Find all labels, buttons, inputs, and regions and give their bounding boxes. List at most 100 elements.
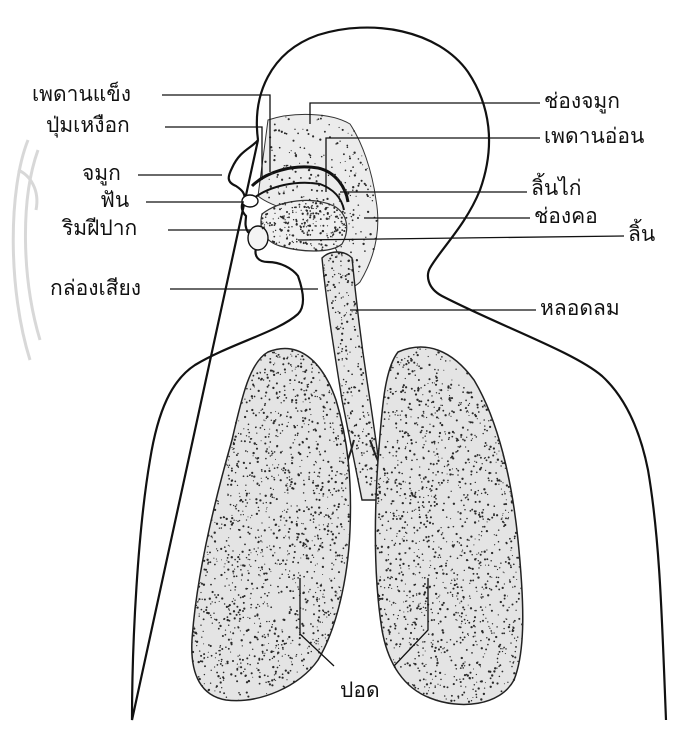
stipple-dot: [425, 607, 427, 609]
stipple-dot: [396, 510, 397, 511]
stipple-dot: [341, 385, 342, 386]
stipple-dot: [303, 665, 304, 666]
stipple-dot: [238, 433, 239, 434]
stipple-dot: [424, 615, 426, 617]
stipple-dot: [481, 493, 482, 494]
stipple-dot: [464, 674, 466, 676]
stipple-dot: [437, 660, 438, 661]
stipple-dot: [218, 660, 219, 661]
stipple-dot: [217, 664, 219, 666]
stipple-dot: [242, 525, 244, 527]
stipple-dot: [336, 439, 337, 440]
stipple-dot: [297, 614, 299, 616]
stipple-dot: [478, 552, 479, 553]
stipple-dot: [220, 681, 222, 683]
stipple-dot: [424, 435, 426, 437]
stipple-dot: [434, 686, 436, 688]
stipple-dot: [220, 625, 222, 627]
stipple-dot: [497, 658, 499, 660]
stipple-dot: [321, 543, 322, 544]
stipple-dot: [319, 493, 320, 494]
stipple-dot: [345, 544, 347, 546]
stipple-dot: [504, 493, 506, 495]
stipple-dot: [417, 354, 419, 356]
stipple-dot: [304, 547, 305, 548]
stipple-dot: [288, 553, 290, 555]
stipple-dot: [367, 195, 369, 197]
stipple-dot: [316, 598, 318, 600]
stipple-dot: [235, 675, 237, 677]
stipple-dot: [295, 206, 297, 208]
stipple-dot: [404, 493, 406, 495]
stipple-dot: [448, 432, 450, 434]
stipple-dot: [514, 538, 516, 540]
stipple-dot: [243, 671, 244, 672]
stipple-dot: [264, 369, 266, 371]
stipple-dot: [514, 638, 515, 639]
stipple-dot: [342, 462, 344, 464]
stipple-dot: [314, 511, 316, 513]
stipple-dot: [285, 563, 287, 565]
stipple-dot: [428, 574, 430, 576]
stipple-dot: [345, 488, 346, 489]
stipple-dot: [296, 394, 298, 396]
stipple-dot: [263, 379, 264, 380]
stipple-dot: [237, 521, 238, 522]
stipple-dot: [500, 601, 502, 603]
stipple-dot: [295, 656, 296, 657]
stipple-dot: [282, 631, 284, 633]
stipple-dot: [501, 690, 503, 692]
stipple-dot: [301, 355, 303, 357]
stipple-dot: [327, 515, 329, 517]
stipple-dot: [292, 241, 293, 242]
stipple-dot: [459, 512, 461, 514]
stipple-dot: [480, 423, 481, 424]
stipple-dot: [277, 357, 278, 358]
stipple-dot: [348, 521, 350, 523]
stipple-dot: [462, 468, 464, 470]
stipple-dot: [451, 695, 453, 697]
stipple-dot: [219, 601, 220, 602]
stipple-dot: [422, 577, 423, 578]
stipple-dot: [418, 365, 420, 367]
stipple-dot: [510, 566, 512, 568]
stipple-dot: [249, 618, 250, 619]
stipple-dot: [456, 468, 457, 469]
stipple-dot: [373, 248, 375, 250]
stipple-dot: [257, 484, 258, 485]
stipple-dot: [225, 663, 226, 664]
stipple-dot: [360, 368, 362, 370]
stipple-dot: [353, 154, 354, 155]
stipple-dot: [397, 460, 398, 461]
stipple-dot: [244, 398, 245, 399]
stipple-dot: [440, 548, 442, 550]
stipple-dot: [402, 527, 404, 529]
stipple-dot: [201, 685, 203, 687]
stipple-dot: [239, 618, 241, 620]
stipple-dot: [322, 495, 323, 496]
stipple-dot: [466, 391, 468, 393]
stipple-dot: [224, 524, 226, 526]
stipple-dot: [366, 395, 367, 396]
stipple-dot: [332, 236, 333, 237]
stipple-dot: [322, 486, 324, 488]
stipple-dot: [464, 570, 465, 571]
stipple-dot: [430, 560, 431, 561]
stipple-dot: [318, 621, 319, 622]
stipple-dot: [484, 653, 485, 654]
stipple-dot: [405, 456, 407, 458]
stipple-dot: [412, 573, 414, 575]
stipple-dot: [335, 552, 337, 554]
stipple-dot: [497, 459, 499, 461]
stipple-dot: [282, 648, 283, 649]
stipple-dot: [420, 566, 421, 567]
stipple-dot: [510, 642, 511, 643]
stipple-dot: [440, 685, 441, 686]
stipple-dot: [309, 210, 311, 212]
stipple-dot: [472, 697, 473, 698]
stipple-dot: [256, 372, 258, 374]
stipple-dot: [258, 377, 260, 379]
stipple-dot: [281, 573, 283, 575]
stipple-dot: [469, 595, 470, 596]
stipple-dot: [360, 231, 362, 233]
